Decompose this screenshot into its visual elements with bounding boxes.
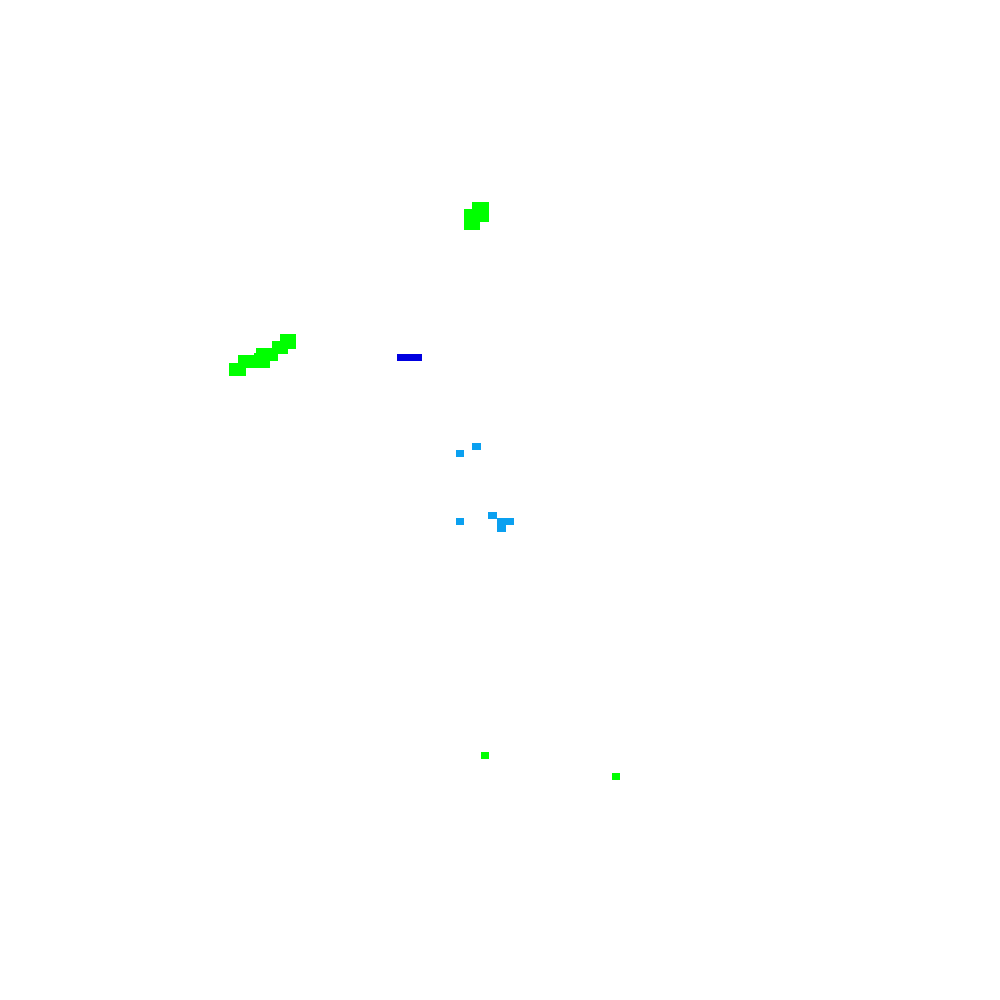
blue-dash bbox=[397, 354, 422, 361]
green-diagonal-streak bbox=[229, 334, 296, 376]
light-blue-dots-upper bbox=[456, 443, 481, 457]
light-blue-dots-lower bbox=[456, 512, 514, 532]
green-dot-lower-left bbox=[481, 752, 489, 759]
green-blob-top bbox=[464, 202, 489, 230]
green-dot-lower-right bbox=[612, 773, 620, 780]
